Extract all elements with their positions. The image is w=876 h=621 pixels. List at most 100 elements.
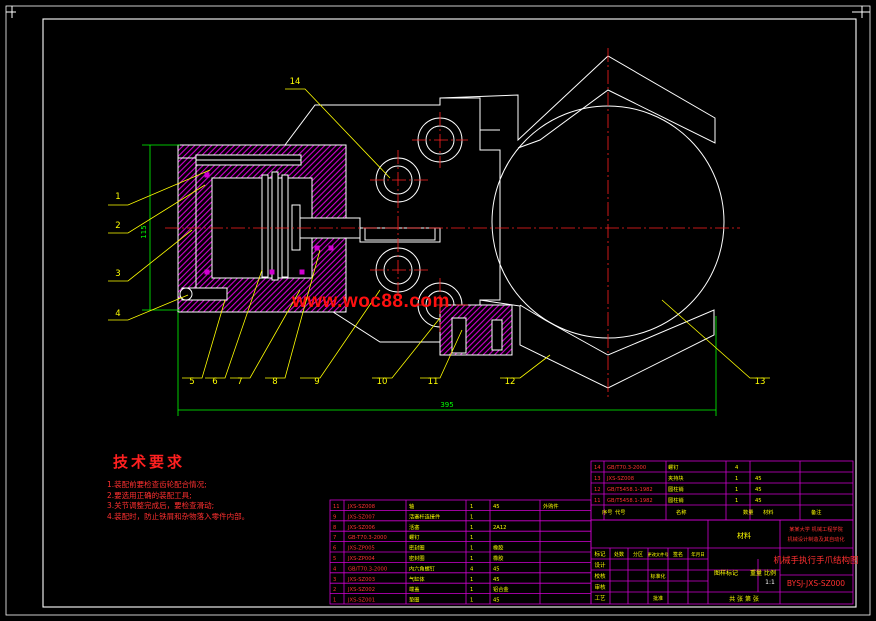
- upper-cell-code: GB/T5458.1-1982: [607, 498, 653, 504]
- callout-10: 10: [377, 377, 388, 387]
- scale-value: 1:1: [765, 579, 775, 586]
- lower-cell-code: JXS-SZ007: [347, 514, 375, 520]
- lower-cell-material: 45: [493, 504, 500, 510]
- col-sign: 签名: [673, 551, 683, 558]
- approve-label: 批准: [653, 595, 663, 602]
- sheet-info: 共 张 第 张: [729, 595, 759, 603]
- lower-cell-qty: 1: [470, 546, 473, 552]
- lower-cell-name: 活塞: [409, 523, 419, 531]
- col-change: 更改文件号: [648, 551, 669, 558]
- upper-cell-material: 45: [755, 498, 762, 504]
- upper-cell-no: 13: [594, 476, 601, 482]
- upper-cell-no: 11: [594, 498, 601, 504]
- lower-cell-qty: 1: [470, 598, 473, 604]
- lower-cell-name: 密封圈: [409, 544, 425, 552]
- stage-mark-label: 图样标记: [714, 569, 738, 577]
- upper-cell-qty: 1: [735, 476, 738, 482]
- lower-cell-code: JXS-SZ008: [347, 504, 375, 510]
- lower-cell-qty: 1: [470, 525, 473, 531]
- upper-header-name: 名称: [676, 508, 686, 516]
- callout-2: 2: [115, 221, 120, 231]
- lower-cell-no: 5: [333, 556, 336, 562]
- lower-cell-material: 45: [493, 577, 500, 583]
- scale-label: 比例: [764, 569, 776, 577]
- lower-cell-material: 铝合金: [493, 585, 509, 593]
- lower-cell-name: 垫圈: [409, 596, 419, 604]
- lower-cell-name: 气缸体: [409, 575, 425, 583]
- role-process: 工艺: [594, 595, 606, 602]
- upper-parts-list: [590, 460, 854, 521]
- lower-cell-code: JXS-SZ006: [347, 525, 375, 531]
- lower-cell-no: 8: [333, 525, 336, 531]
- upper-header-qty: 数量: [743, 508, 753, 516]
- weight-label: 重量: [750, 569, 762, 577]
- tech-note-1: 1.装配前要检查齿轮配合情况;: [107, 480, 207, 489]
- std-label: 标准化: [650, 573, 665, 580]
- lower-cell-code: JXS-ZP004: [347, 556, 376, 562]
- lower-cell-qty: 4: [470, 566, 474, 572]
- callout-8: 8: [272, 377, 277, 387]
- lower-cell-no: 2: [333, 587, 336, 593]
- upper-cell-name: 螺钉: [668, 463, 678, 471]
- lower-cell-no: 6: [333, 546, 336, 552]
- upper-cell-name: 夹持块: [668, 474, 684, 482]
- role-mark: 标记: [594, 550, 606, 558]
- title-block: [590, 519, 854, 605]
- drawing-code: BYSJ-JXS-SZ000: [787, 579, 845, 588]
- upper-cell-code: JXS-SZ008: [606, 476, 634, 482]
- upper-header-no: 序号: [602, 508, 612, 516]
- leader-lines: [108, 88, 770, 379]
- watermark-text: www.woc88.com: [292, 291, 450, 312]
- lower-cell-name: 轴: [409, 502, 414, 510]
- callout-3: 3: [115, 269, 120, 279]
- lower-parts-list: [329, 499, 592, 605]
- callout-numbers: 1 2 3 4 5 6 7 8 9 10 11 12 13 14: [115, 77, 765, 387]
- lower-cell-name: 螺钉: [409, 533, 419, 541]
- callout-7: 7: [237, 377, 242, 387]
- center-lines: [165, 48, 740, 400]
- lower-cell-code: JXS-ZP005: [347, 546, 375, 552]
- callout-12: 12: [505, 377, 516, 387]
- school-name: 某某大学 机械工程学院: [789, 525, 843, 533]
- upper-cell-code: GB/T5458.1-1982: [607, 487, 653, 493]
- callout-1: 1: [115, 192, 120, 202]
- col-count: 处数: [614, 551, 624, 558]
- callout-14: 14: [290, 77, 301, 87]
- callout-13: 13: [755, 377, 766, 387]
- upper-cell-no: 12: [594, 487, 601, 493]
- callout-9: 9: [314, 377, 319, 387]
- class-line: 机械设计制造及其自动化: [787, 535, 844, 543]
- technical-requirements-notes: 1.装配前要检查齿轮配合情况; 2.要选用正确的装配工具; 3.关节调整完成后，…: [107, 480, 249, 522]
- lower-cell-name: 密封圈: [409, 554, 425, 562]
- callout-5: 5: [189, 377, 194, 387]
- inner-frame: [42, 18, 857, 608]
- lower-cell-material: 45: [493, 598, 500, 604]
- col-date: 年月日: [691, 551, 705, 558]
- tech-note-2: 2.要选用正确的装配工具;: [107, 490, 192, 500]
- lower-cell-qty: 1: [470, 535, 473, 541]
- lower-cell-qty: 1: [470, 504, 473, 510]
- upper-cell-material: 45: [755, 476, 762, 482]
- lower-cell-code: JXS-SZ003: [347, 577, 375, 583]
- lower-cell-qty: 1: [470, 587, 473, 593]
- lower-cell-material: 橡胶: [493, 554, 503, 562]
- material-label: 材料: [737, 531, 751, 540]
- tech-note-3: 3.关节调整完成后，要检查滑动;: [107, 501, 215, 511]
- lower-cell-code: GB/T70.3-2000: [348, 566, 387, 572]
- tech-note-4: 4.装配时，防止铁屑和杂物落入零件内部。: [107, 511, 250, 521]
- lower-cell-material: 橡胶: [493, 544, 503, 552]
- lower-cell-material: 45: [493, 566, 500, 572]
- dimension-lines: [142, 144, 717, 416]
- lower-cell-qty: 1: [470, 577, 473, 583]
- lower-cell-code: JXS-SZ002: [347, 587, 375, 593]
- lower-cell-no: 9: [333, 514, 336, 520]
- technical-requirements-title: 技术要求: [113, 453, 186, 471]
- upper-cell-name: 圆柱销: [668, 485, 684, 493]
- col-zone: 分区: [633, 551, 643, 558]
- callout-4: 4: [115, 309, 120, 319]
- gripper-assembly: [177, 55, 725, 389]
- upper-header-note: 备注: [811, 508, 821, 516]
